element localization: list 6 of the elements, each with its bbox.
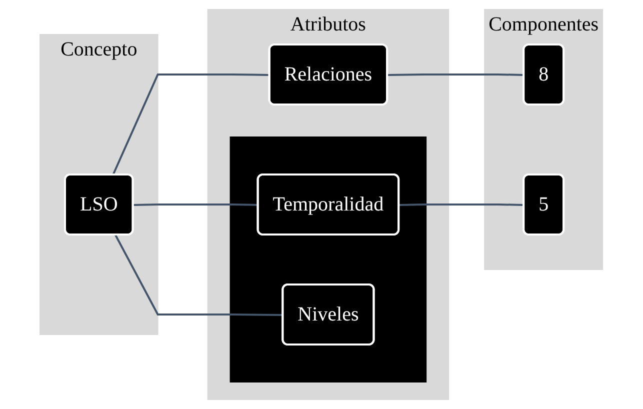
cluster (230, 136, 427, 382)
connector (133, 204, 259, 206)
connector (114, 234, 284, 316)
connector (388, 74, 524, 76)
connector (399, 204, 524, 206)
connector (112, 74, 270, 176)
